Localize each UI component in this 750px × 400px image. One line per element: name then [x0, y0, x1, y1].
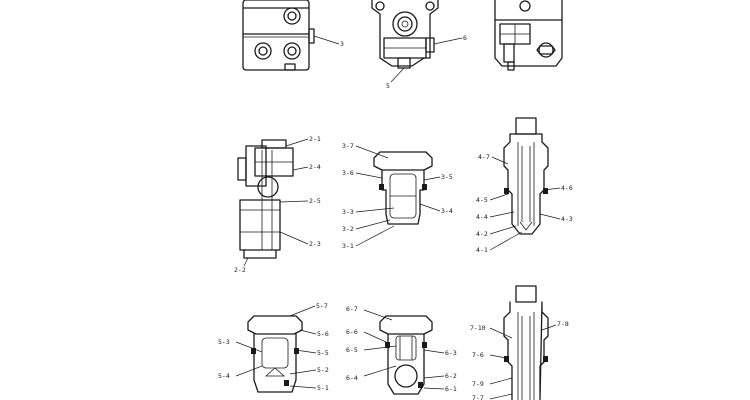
label-6-7: 6-7 — [346, 305, 358, 313]
label-4-7: 4-7 — [478, 153, 490, 161]
valve-assembly-6 — [363, 309, 445, 395]
label-7-7: 7-7 — [472, 394, 484, 400]
label-4-2: 4-2 — [476, 230, 488, 238]
label-3-6: 3-6 — [342, 169, 354, 177]
label-6-5: 6-5 — [346, 346, 358, 354]
label-6-2: 6-2 — [445, 372, 457, 380]
label-3-7: 3-7 — [342, 142, 354, 150]
valve-body-side-view — [371, 0, 463, 83]
label-7-6: 7-6 — [472, 351, 484, 359]
label-4-4: 4-4 — [476, 213, 488, 221]
spool-assembly-2 — [237, 138, 309, 267]
label-5-5: 5-5 — [317, 349, 329, 357]
label-2-4: 2-4 — [309, 163, 321, 171]
label-7-8-right: 7-8 — [557, 320, 569, 328]
label-6: 6 — [463, 34, 467, 42]
label-2-1: 2-1 — [309, 135, 321, 143]
label-5-7: 5-7 — [316, 302, 328, 310]
label-3-2: 3-2 — [342, 225, 354, 233]
label-7-10: 7-10 — [470, 324, 486, 332]
valve-body-rear-view — [494, 0, 563, 71]
valve-body-front-view — [242, 0, 340, 71]
label-4-3: 4-3 — [561, 215, 573, 223]
label-3-1: 3-1 — [342, 242, 354, 250]
valve-assembly-5 — [235, 305, 317, 393]
check-valve-assembly-3 — [355, 145, 441, 247]
label-3-5: 3-5 — [441, 173, 453, 181]
label-5: 5 — [386, 82, 390, 90]
relief-valve-assembly-7 — [489, 285, 557, 400]
label-6-3: 6-3 — [445, 349, 457, 357]
label-2-5: 2-5 — [309, 197, 321, 205]
relief-valve-assembly-4 — [489, 117, 561, 251]
label-3-3: 3-3 — [342, 208, 354, 216]
label-3-4: 3-4 — [441, 207, 453, 215]
label-5-1: 5-1 — [317, 384, 329, 392]
label-5-2: 5-2 — [317, 366, 329, 374]
label-2-2: 2-2 — [234, 266, 246, 274]
label-6-1: 6-1 — [445, 385, 457, 393]
label-4-1: 4-1 — [476, 246, 488, 254]
callout-labels: 3 5 6 2-1 2-4 2-5 2-3 2-2 3-7 3-6 3-5 3-… — [218, 34, 573, 400]
label-5-6: 5-6 — [317, 330, 329, 338]
label-3: 3 — [340, 40, 344, 48]
label-4-5: 4-5 — [476, 196, 488, 204]
label-6-6: 6-6 — [346, 328, 358, 336]
label-5-3: 5-3 — [218, 338, 230, 346]
label-7-9: 7-9 — [472, 380, 484, 388]
label-2-3: 2-3 — [309, 240, 321, 248]
label-6-4: 6-4 — [346, 374, 358, 382]
label-5-4: 5-4 — [218, 372, 230, 380]
label-4-6: 4-6 — [561, 184, 573, 192]
